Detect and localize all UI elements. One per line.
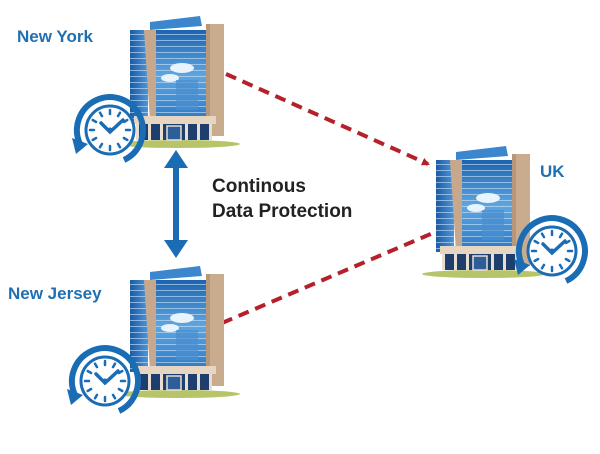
site-label-uk: UK [540, 162, 565, 181]
clock-sync-icon-new-york [72, 97, 143, 160]
building-icon-uk [421, 145, 547, 279]
building-icon-new-jersey [115, 265, 241, 399]
cdp-label: Continous Data Protection [212, 174, 352, 224]
cdp-double-arrow [164, 150, 188, 258]
cdp-label-line-2: Data Protection [212, 201, 353, 222]
cdp-label-line-1: Continous [212, 176, 306, 197]
replication-arrow-ny-to-uk [225, 72, 430, 166]
clock-sync-icon-new-jersey [67, 348, 138, 411]
site-label-new-jersey: New Jersey [8, 284, 102, 303]
replication-line-nj-to-uk [221, 228, 441, 325]
site-label-new-york: New York [17, 27, 93, 46]
